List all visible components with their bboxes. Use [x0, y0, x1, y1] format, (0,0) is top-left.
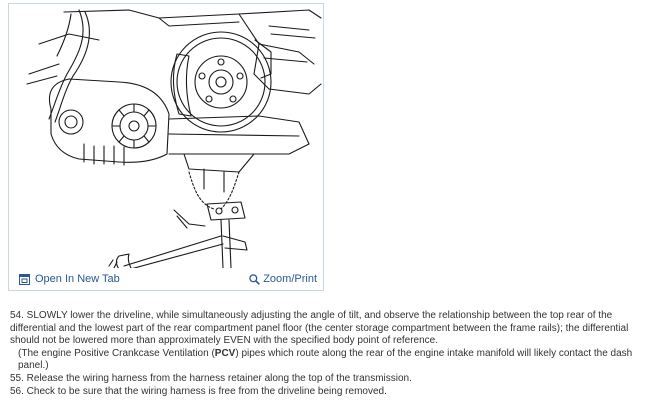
step-56: 56. Check to be sure that the wiring har… — [10, 385, 387, 397]
step-54: 54. SLOWLY lower the driveline, while si… — [10, 310, 629, 347]
open-in-new-tab-link[interactable]: Open In New Tab — [19, 273, 120, 285]
driveline-illustration — [26, 9, 322, 268]
open-in-new-tab-label: Open In New Tab — [35, 273, 120, 285]
driveline-diagram[interactable] — [9, 4, 323, 268]
pcv-note-pre: (The engine Positive Crankcase Ventilati… — [18, 347, 215, 359]
instruction-text: 54. SLOWLY lower the driveline, while si… — [10, 310, 642, 398]
step-55: 55. Release the wiring harness from the … — [10, 372, 412, 384]
magnifier-icon — [249, 273, 261, 285]
figure-panel: Open In New Tab Zoom/Print — [8, 3, 324, 291]
figure-toolbar: Open In New Tab Zoom/Print — [9, 268, 323, 290]
new-tab-icon — [19, 273, 30, 285]
zoom-print-label: Zoom/Print — [263, 273, 317, 285]
pcv-note: (The engine Positive Crankcase Ventilati… — [10, 348, 642, 373]
pcv-note-post: ) pipes which route along the rear of th… — [18, 347, 633, 372]
pcv-note-bold: PCV — [214, 347, 236, 359]
zoom-print-link[interactable]: Zoom/Print — [249, 273, 317, 285]
